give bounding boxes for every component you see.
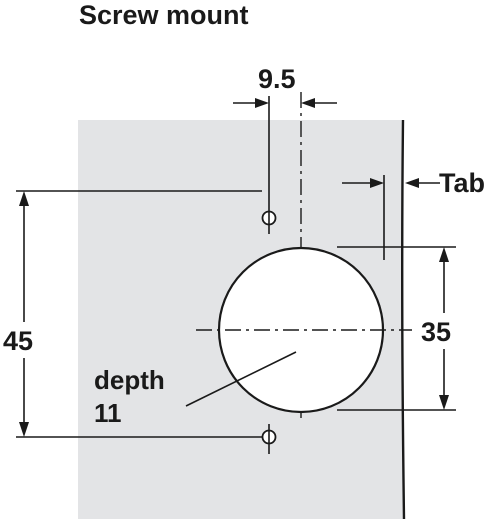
depth-value: 11 — [94, 398, 122, 428]
cup-diameter-arrow-bottom — [439, 395, 449, 410]
screw-spacing-arrow-bottom — [19, 422, 29, 437]
hole-offset-label: 9.5 — [258, 64, 296, 94]
tab-arrow-left — [370, 178, 384, 188]
tab-arrow-right — [405, 178, 419, 188]
page-title: Screw mount — [79, 0, 249, 30]
cup-diameter-label: 35 — [421, 317, 451, 347]
tab-label: Tab — [439, 168, 485, 198]
screw-spacing-arrow-top — [19, 191, 29, 206]
screw-spacing-label: 45 — [3, 326, 33, 356]
depth-leader-line — [185, 351, 297, 407]
depth-label: depth — [94, 365, 165, 395]
hole-offset-arrow-right — [301, 98, 315, 108]
hole-offset-arrow-left — [255, 98, 269, 108]
door-edge-line — [401, 119, 406, 519]
cup-diameter-label-background — [419, 313, 467, 349]
hinge-cup-bore — [217, 246, 385, 414]
screw-spacing-label-background — [2, 322, 46, 358]
cup-diameter-arrow-top — [439, 247, 449, 262]
